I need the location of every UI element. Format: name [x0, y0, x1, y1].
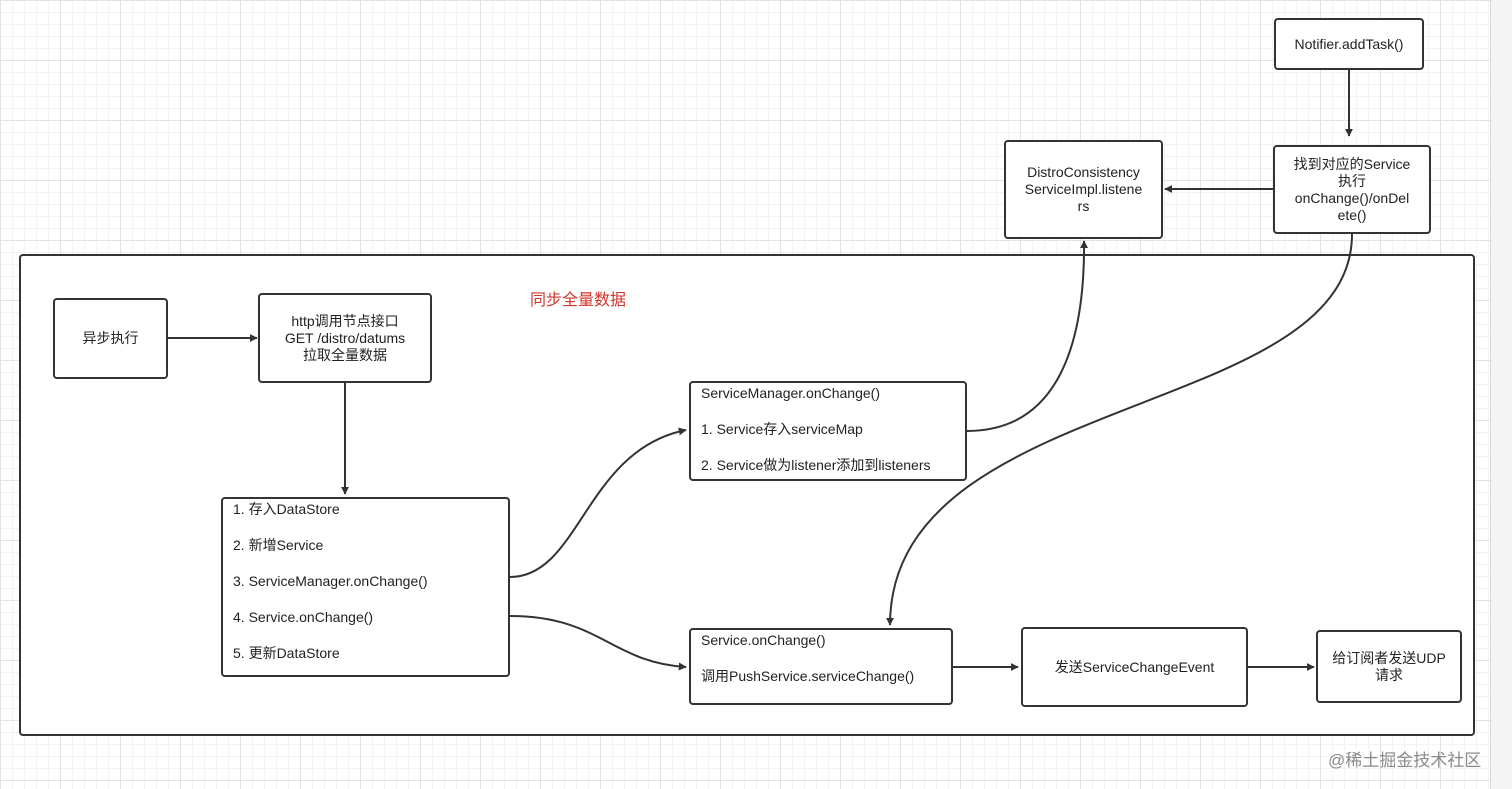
node-async-exec[interactable]: 异步执行 — [53, 298, 168, 379]
node-distro-listeners[interactable]: DistroConsistency ServiceImpl.listene rs — [1004, 140, 1163, 239]
node-http-call[interactable]: http调用节点接口 GET /distro/datums 拉取全量数据 — [258, 293, 432, 383]
step-item: 3. ServiceManager.onChange() — [233, 573, 428, 589]
node-text: 异步执行 — [82, 330, 139, 346]
node-text: 调用PushService.serviceChange() — [701, 668, 915, 684]
node-sync-steps[interactable]: 1. 存入DataStore 2. 新增Service 3. ServiceMa… — [221, 497, 510, 677]
node-text: onChange()/onDel — [1294, 189, 1410, 206]
node-send-udp[interactable]: 给订阅者发送UDP 请求 — [1316, 630, 1462, 703]
node-text: 发送ServiceChangeEvent — [1054, 658, 1215, 675]
node-find-service[interactable]: 找到对应的Service 执行 onChange()/onDel ete() — [1273, 145, 1431, 234]
node-text: ServiceManager.onChange() — [701, 385, 880, 401]
node-text: http调用节点接口 — [291, 312, 399, 329]
step-item: 1. 存入DataStore — [233, 501, 340, 517]
node-notifier-addtask[interactable]: Notifier.addTask() — [1274, 18, 1424, 70]
step-item: 4. Service.onChange() — [233, 609, 374, 625]
node-text: 1. Service存入serviceMap — [701, 421, 863, 437]
node-text: GET /distro/datums — [284, 329, 406, 346]
node-text: rs — [1077, 198, 1090, 214]
watermark: @稀土掘金技术社区 — [1328, 751, 1482, 770]
step-item: 5. 更新DataStore — [233, 645, 340, 661]
node-text: Notifier.addTask() — [1294, 35, 1404, 52]
node-service-manager-onchange[interactable]: ServiceManager.onChange() 1. Service存入se… — [689, 381, 967, 481]
node-text: ete() — [1337, 206, 1367, 223]
node-text: Service.onChange() — [701, 632, 826, 648]
sync-group-title: 同步全量数据 — [530, 292, 627, 309]
canvas-scrollbar[interactable] — [1490, 0, 1512, 789]
node-text: 找到对应的Service — [1293, 155, 1411, 172]
node-service-onchange[interactable]: Service.onChange() 调用PushService.service… — [689, 628, 953, 705]
node-text: 拉取全量数据 — [303, 346, 387, 363]
node-text: DistroConsistency — [1027, 164, 1140, 180]
node-text: 请求 — [1375, 666, 1403, 683]
node-text: ServiceImpl.listene — [1024, 181, 1143, 197]
node-send-event[interactable]: 发送ServiceChangeEvent — [1021, 627, 1248, 707]
node-text: 给订阅者发送UDP — [1332, 649, 1446, 666]
step-item: 2. 新增Service — [233, 537, 324, 553]
node-text: 2. Service做为listener添加到listeners — [701, 457, 931, 473]
node-text: 执行 — [1338, 172, 1366, 189]
